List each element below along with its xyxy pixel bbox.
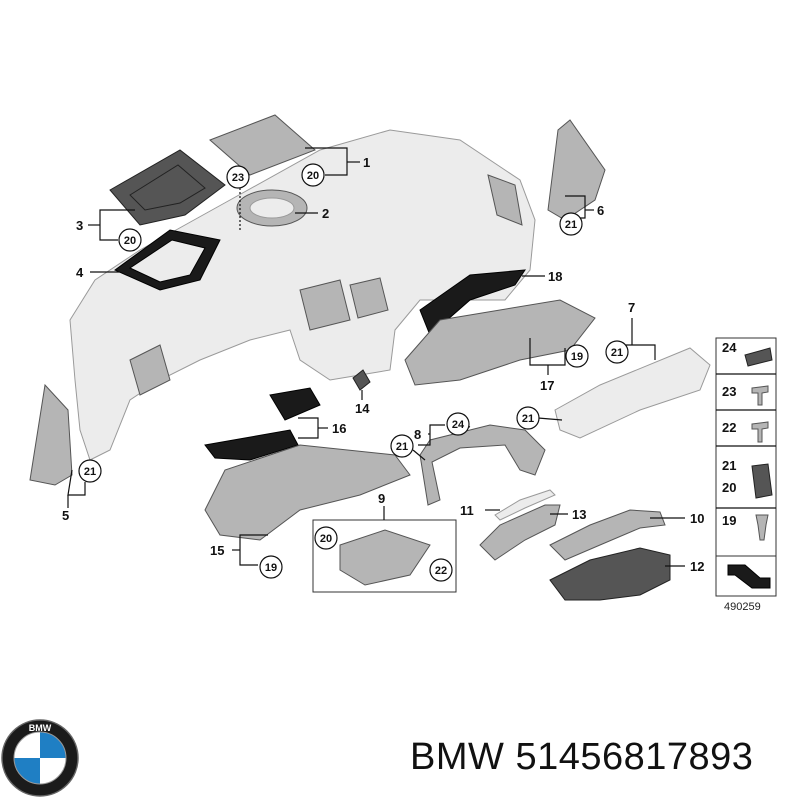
legend-pad-icon [727,564,771,589]
part-4-frame [114,229,221,291]
legend-item-23: 23 [722,384,736,399]
bubble-23: 23 [226,165,250,189]
legend-23-screw-icon [751,385,769,406]
legend-item-19: 19 [722,513,736,528]
part-7-trim [554,347,711,439]
svg-text:21: 21 [565,219,577,231]
legend-19-rivet-icon [755,514,769,541]
part-6-side-panel [547,119,606,221]
part-number: 51456817893 [515,736,754,778]
part-12-column-cover [549,547,671,601]
callout-11: 11 [460,503,474,518]
part-13-cover [479,504,561,561]
callout-9: 9 [378,491,385,506]
callout-2: 2 [322,206,329,221]
bubble-21-mid: 21 [516,406,540,430]
bubble-24-part-8: 24 [446,412,470,436]
legend-22-screw-icon [751,421,769,443]
dashboard-vent-center [299,279,351,331]
svg-text:20: 20 [124,235,136,247]
svg-text:22: 22 [435,565,447,577]
part-3-frame [109,149,226,226]
svg-text:21: 21 [611,347,623,359]
svg-text:20: 20 [307,170,319,182]
bubble-21-part-7: 21 [605,340,629,364]
svg-text:23: 23 [232,172,244,184]
svg-text:21: 21 [396,441,408,453]
legend-item-20: 20 [722,480,736,495]
bubble-21-part-6: 21 [559,212,583,236]
callout-8: 8 [414,427,421,442]
part-5-side-panel [29,383,73,486]
part-1-cover [209,114,316,176]
callout-7: 7 [628,300,635,315]
dashboard-vent-right [487,174,523,226]
part-8-frame [419,424,546,506]
part-16-plate [269,387,321,421]
part-number-caption: BMW 51456817893 [410,736,753,779]
bmw-logo-icon: BMW [1,719,79,797]
bubble-19-part-15: 19 [259,555,283,579]
bubble-20-part-1: 20 [301,163,325,187]
callout-3: 3 [76,218,83,233]
legend-item-24: 24 [722,340,737,355]
brand-name: BMW [410,736,505,778]
part-14-clip [352,369,371,391]
svg-text:BMW: BMW [29,723,52,733]
part-10-shroud [549,509,666,561]
bubble-21-part-5: 21 [78,459,102,483]
callout-14: 14 [355,401,370,416]
dashboard-vent-left [129,344,171,396]
legend-item-21: 21 [722,458,736,473]
callout-16: 16 [332,421,346,436]
bubble-22-part-9: 22 [429,558,453,582]
callout-10: 10 [690,511,704,526]
part-2-bezel-inner [249,197,295,219]
bubble-19-part-17: 19 [565,344,589,368]
callout-17: 17 [540,378,554,393]
callout-12: 12 [690,559,704,574]
svg-text:20: 20 [320,533,332,545]
bubble-20-part-9: 20 [314,526,338,550]
callout-1: 1 [363,155,370,170]
part-16-plate-2 [204,429,299,461]
svg-text:19: 19 [265,562,277,574]
callout-6: 6 [597,203,604,218]
callout-5: 5 [62,508,69,523]
bubble-21-part-8: 21 [390,434,414,458]
legend-item-22: 22 [722,420,736,435]
svg-text:21: 21 [84,466,96,478]
legend-21-20-clip-icon [751,463,773,499]
callout-4: 4 [76,265,84,280]
callout-13: 13 [572,507,586,522]
legend-ref-number: 490259 [724,601,761,613]
svg-text:21: 21 [522,413,534,425]
callout-18: 18 [548,269,562,284]
svg-text:24: 24 [452,419,465,431]
svg-text:19: 19 [571,351,583,363]
legend-24-clip-icon [744,347,773,367]
dashboard-vent-center-2 [349,277,389,319]
bubble-20-part-3: 20 [118,228,142,252]
part-11-strip [494,489,556,521]
callout-15: 15 [210,543,224,558]
part-9-glovebox [339,529,431,586]
